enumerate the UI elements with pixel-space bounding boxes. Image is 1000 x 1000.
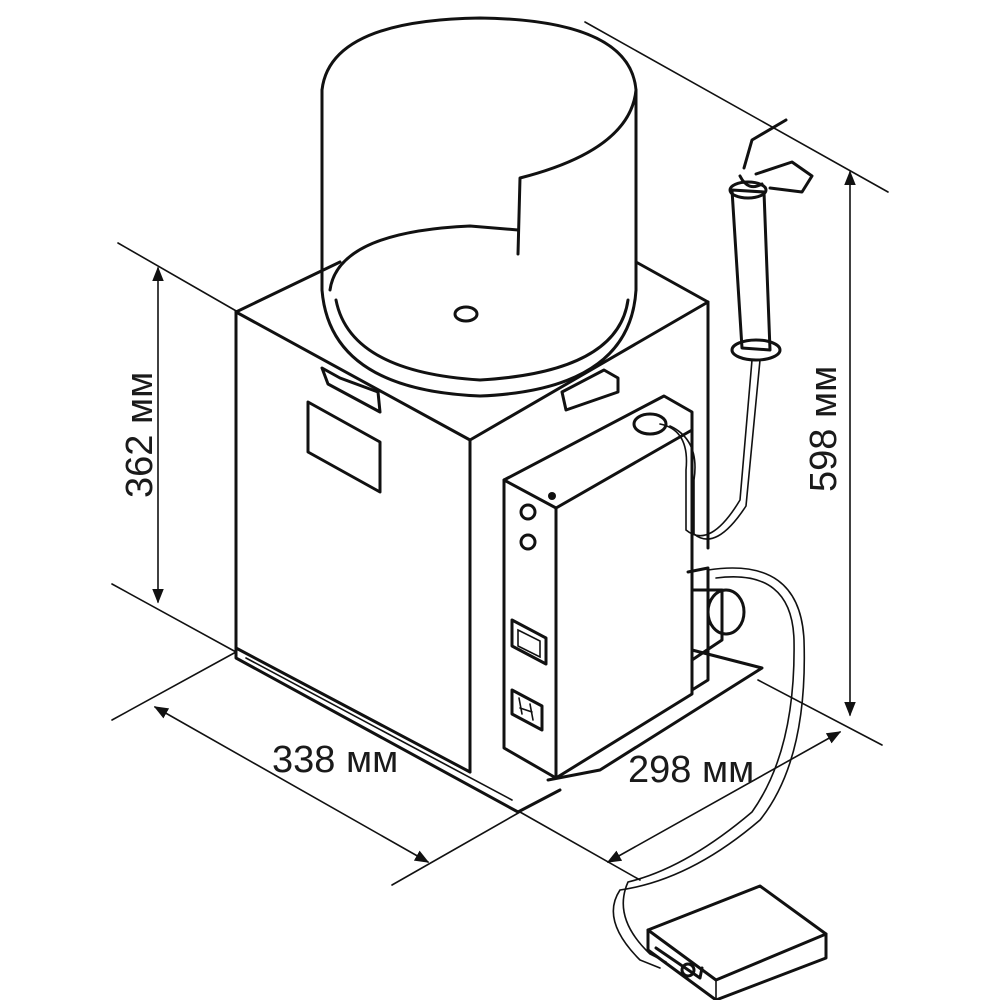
brand-logo [510,688,544,732]
dim-text-width: 338 мм [272,739,398,781]
extension-lines [111,21,889,886]
dim-text-height-body: 362 мм [119,372,161,498]
dimension-lines [152,170,856,863]
label-plate [306,400,382,494]
spray-wand [728,118,814,362]
indicator-lamp-1 [519,503,537,521]
dim-text-depth: 298 мм [628,749,754,791]
dim-line-depth [606,731,842,863]
cabinet [234,260,710,814]
hoses [612,359,806,969]
drum-drain-hole [453,305,479,323]
dim-text-height-total: 598 мм [803,366,845,492]
indicator-lamp-2 [519,533,537,551]
control-box [502,394,764,782]
hose-connector [632,412,668,436]
cylinder-drum [320,16,638,398]
screw-head [548,492,556,500]
dim-line-width [153,706,430,863]
display-window [510,618,548,666]
foot-pedal [646,884,828,1000]
